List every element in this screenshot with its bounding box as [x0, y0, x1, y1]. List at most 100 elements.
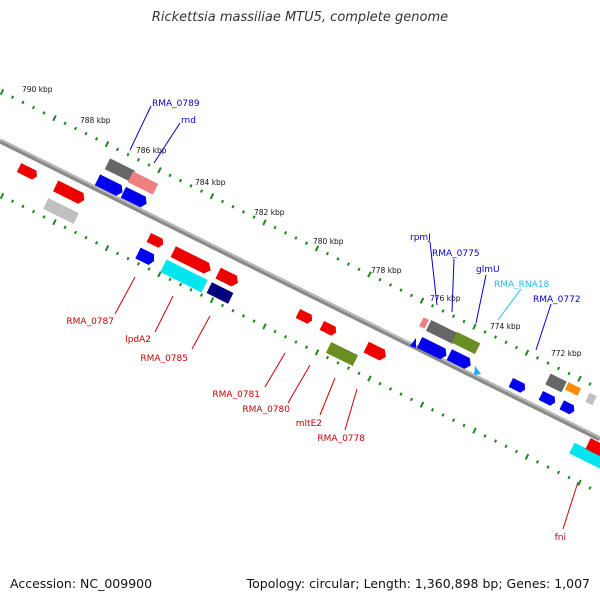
map-title: Rickettsia massiliae MTU5, complete geno…: [151, 10, 449, 25]
ruler-tick-outer-49: [514, 345, 519, 350]
ruler-tick-inner-5: [52, 218, 57, 226]
ruler-tick-outer-15: [157, 167, 162, 174]
ruler-tick-outer-51: [535, 356, 540, 360]
ruler-tick-outer-32: [336, 257, 340, 261]
gene-label-RMA_0787: RMA_0787: [66, 317, 114, 327]
ruler-tick-outer-11: [115, 147, 120, 152]
genome-backbone: [0, 138, 600, 442]
ruler-tick-inner-56: [588, 486, 592, 490]
gene-cyan-1: [160, 259, 208, 293]
ruler-tick-inner-4: [42, 215, 46, 219]
gene-label-RMA_0775: RMA_0775: [432, 249, 480, 259]
gene-cyan-2: [569, 442, 600, 470]
ruler-tick-outer-43: [451, 314, 456, 318]
gene-red-4: [170, 246, 211, 274]
gene-blue-4: [416, 336, 447, 360]
ruler-tick-outer-0: [0, 88, 5, 96]
ruler-label-784: 784 kbp: [195, 178, 226, 187]
ruler-tick-inner-25: [262, 323, 267, 330]
ruler-tick-outer-24: [252, 215, 256, 219]
ruler-tick-inner-29: [304, 345, 309, 349]
ruler-tick-outer-14: [147, 163, 151, 167]
gene-label-RMA_0772: RMA_0772: [533, 295, 581, 305]
ruler-tick-outer-50: [524, 349, 530, 356]
ruler-tick-outer-9: [94, 137, 99, 141]
ruler-tick-inner-40: [419, 401, 425, 408]
gene-label-mltE2: mltE2: [296, 419, 322, 429]
gene-label-RMA_RNA18: RMA_RNA18: [494, 280, 550, 290]
gene-olive-1: [325, 341, 359, 367]
ruler-tick-outer-13: [136, 158, 141, 162]
gene-red-3: [146, 232, 164, 248]
gene-label-RMA_0789: RMA_0789: [152, 99, 200, 109]
gene-label-lpdA2: lpdA2: [125, 335, 151, 345]
ruler-tick-inner-31: [325, 355, 330, 360]
ruler-tick-inner-16: [168, 277, 172, 282]
gene-gray-3: [545, 373, 567, 393]
gene-blue-tick-1: [410, 338, 416, 348]
ruler-tick-inner-13: [136, 262, 141, 266]
ruler-tick-inner-34: [357, 371, 361, 376]
gene-label-RMA_0780: RMA_0780: [242, 405, 290, 415]
ruler-tick-outer-5: [52, 114, 57, 122]
ruler-tick-outer-44: [462, 319, 466, 324]
ruler-tick-inner-52: [546, 465, 550, 469]
gene-red-5: [215, 267, 238, 287]
ruler-tick-outer-30: [314, 245, 320, 252]
ruler-tick-inner-36: [378, 381, 382, 386]
ruler-tick-outer-8: [84, 131, 88, 136]
ruler-tick-outer-33: [346, 262, 351, 266]
ruler-tick-inner-0: [0, 192, 5, 200]
ruler-tick-outer-55: [577, 375, 582, 382]
gene-red-2: [53, 180, 85, 204]
gene-blue-3: [135, 247, 155, 266]
ruler-tick-inner-22: [231, 308, 235, 313]
gene-blue-1: [94, 174, 123, 196]
gene-label-RMA_0778: RMA_0778: [317, 434, 365, 444]
ruler-tick-inner-42: [441, 413, 445, 417]
ruler-label-772: 772 kbp: [551, 349, 582, 358]
ruler-tick-outer-7: [73, 126, 78, 131]
gene-pink-2: [419, 317, 429, 329]
ruler-tick-outer-39: [409, 293, 414, 298]
ruler-tick-inner-27: [283, 335, 288, 339]
ruler-tick-outer-3: [31, 105, 36, 110]
ruler-tick-inner-51: [535, 460, 540, 464]
ruler-tick-inner-14: [147, 267, 151, 271]
ruler-tick-inner-46: [483, 434, 487, 438]
gene-label-rpmJ: rpmJ: [410, 233, 431, 243]
ruler-tick-inner-8: [84, 235, 88, 240]
genome-summary-text: Topology: circular; Length: 1,360,898 bp…: [246, 576, 590, 591]
gene-red-7: [319, 320, 337, 336]
gene-blue-2: [120, 186, 147, 208]
ruler-tick-inner-3: [31, 209, 36, 214]
ruler-tick-outer-28: [294, 236, 298, 240]
accession-text: Accession: NC_009900: [10, 576, 153, 591]
gene-blue-6: [508, 377, 526, 393]
ruler-tick-inner-48: [504, 444, 508, 449]
ruler-label-790: 790 kbp: [22, 85, 53, 94]
ruler-tick-inner-15: [157, 271, 162, 278]
ruler-tick-outer-18: [189, 184, 193, 188]
ruler-tick-inner-12: [126, 256, 130, 261]
ruler-tick-inner-43: [451, 418, 456, 422]
ruler-tick-outer-26: [273, 225, 277, 230]
ruler-tick-outer-1: [10, 95, 15, 99]
ruler-tick-inner-44: [462, 423, 466, 428]
gene-blue-5: [446, 349, 471, 369]
ruler-tick-inner-9: [94, 241, 99, 245]
ruler-tick-outer-6: [63, 121, 67, 126]
ruler-tick-outer-12: [126, 152, 130, 157]
ruler-tick-outer-4: [42, 111, 46, 115]
ruler-tick-outer-37: [388, 283, 393, 287]
ruler-tick-outer-25: [262, 219, 267, 226]
ruler-label-782: 782 kbp: [254, 208, 285, 217]
ruler-tick-outer-47: [493, 335, 498, 339]
ruler-tick-outer-53: [556, 366, 561, 371]
ruler-tick-inner-53: [556, 470, 561, 475]
ruler-tick-outer-56: [588, 382, 592, 386]
gene-gray-1: [104, 158, 136, 182]
ruler-tick-outer-35: [367, 271, 372, 278]
ruler-tick-inner-20: [209, 297, 215, 304]
ruler-tick-outer-54: [567, 371, 571, 376]
